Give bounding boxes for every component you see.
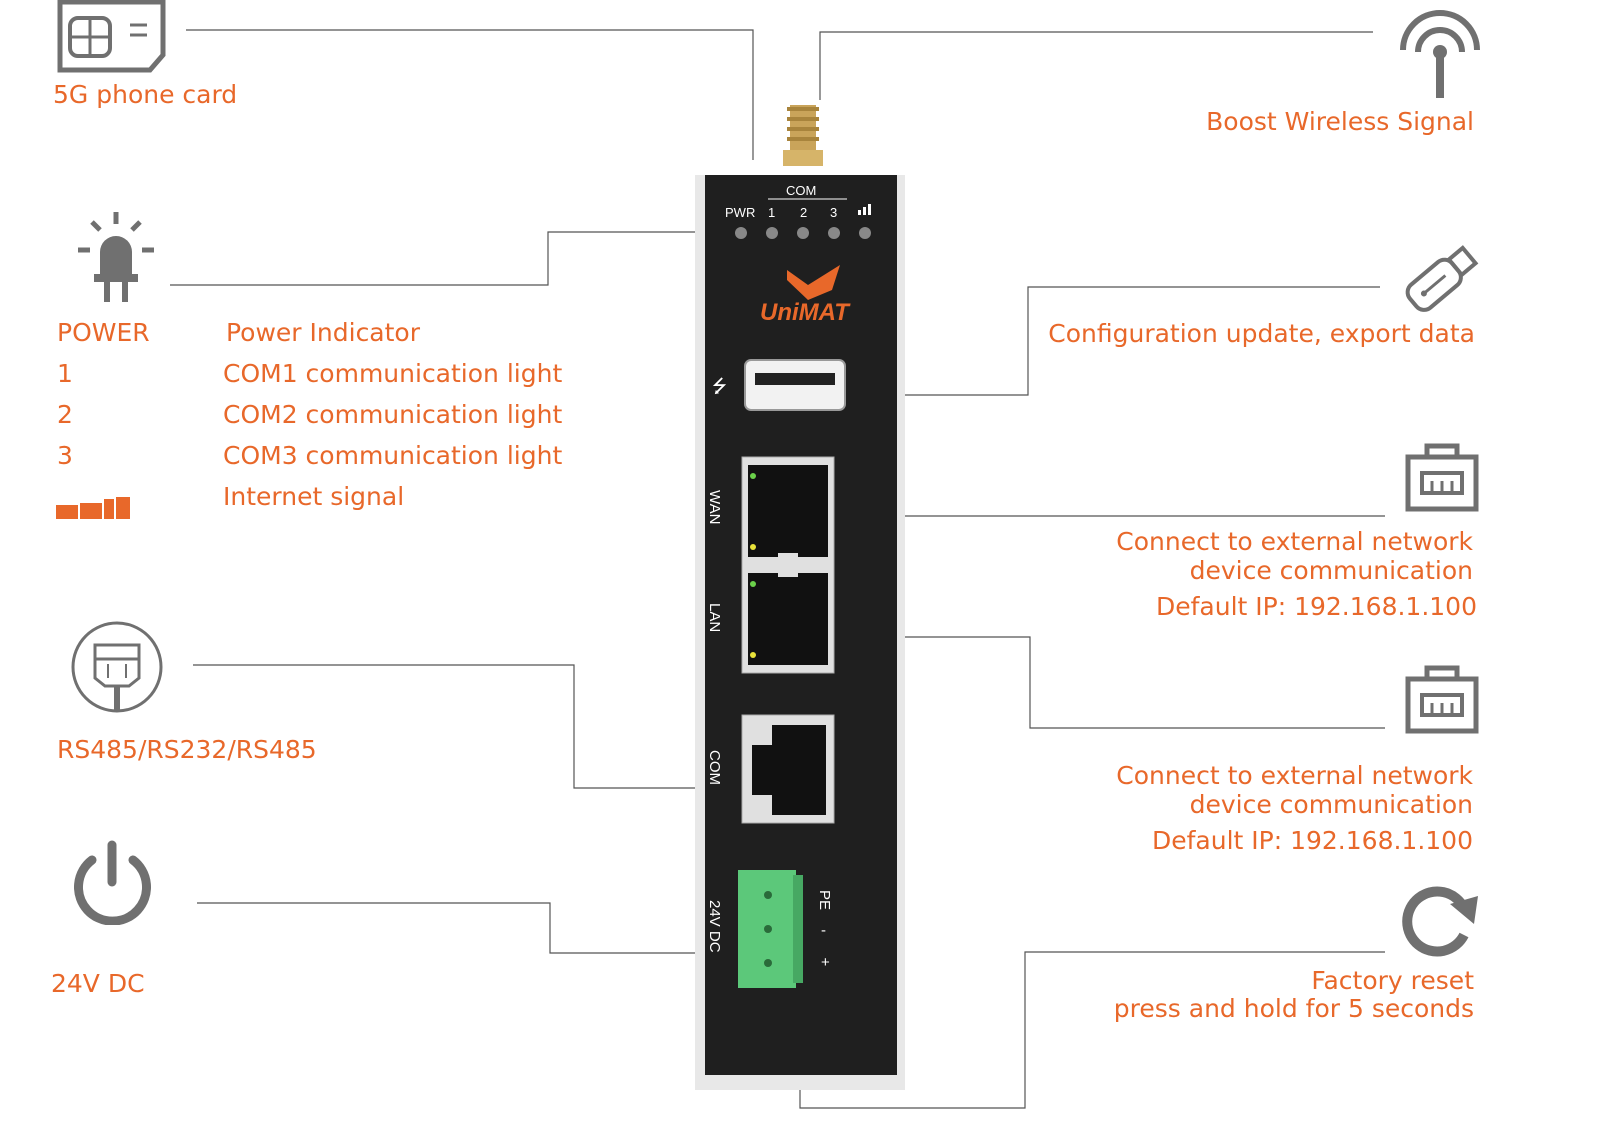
reset-connector [799, 951, 1385, 1109]
antenna-label: Boost Wireless Signal [1206, 107, 1474, 136]
ethernet-ports [741, 456, 835, 674]
led-label-1: 1 [768, 205, 775, 220]
antenna-connector [819, 31, 1373, 100]
wan-desc-line2: device communication [1189, 556, 1473, 585]
dc-terminal-block [738, 870, 803, 988]
serial-port-icon [71, 621, 163, 713]
indicator-desc-3: COM3 communication light [223, 441, 563, 470]
power-button-icon [74, 840, 151, 925]
wan-default-ip: Default IP: 192.168.1.100 [1155, 592, 1477, 621]
reset-label-line2: press and hold for 5 seconds [1113, 994, 1474, 1023]
wan-desc-line1: Connect to external network [1116, 527, 1473, 556]
sim-connector [186, 29, 754, 160]
antenna-connector-sma [783, 105, 823, 166]
ethernet-wan-icon [1405, 443, 1479, 512]
led-bulb-icon [78, 212, 154, 302]
serial-label: RS485/RS232/RS485 [57, 735, 317, 764]
led-label-3: 3 [830, 205, 837, 220]
indicator-key-3: 3 [57, 441, 73, 470]
com-port [741, 714, 835, 824]
usb-symbol-icon: ⭍ [712, 376, 727, 396]
dc-connector [197, 902, 752, 954]
indicator-key-power: POWER [57, 318, 150, 347]
signal-bars-icon [858, 204, 871, 215]
lan-default-ip: Default IP: 192.168.1.100 [1151, 826, 1473, 855]
lan-label: LAN [706, 603, 723, 632]
indicator-desc-2: COM2 communication light [223, 400, 563, 429]
reset-label-line1: Factory reset [1311, 966, 1474, 995]
usb-drive-icon [1405, 245, 1479, 312]
com-port-label: COM [706, 750, 723, 785]
power-input-label: 24V DC [51, 969, 145, 998]
plus-label: + [821, 954, 830, 971]
wan-label: WAN [706, 490, 723, 524]
gateway-device: PWR COM 1 2 3 UniMAT ⭍ WAN LAN COM 24V [695, 105, 905, 1090]
dc-label: 24V DC [706, 900, 723, 953]
indicator-desc-internet: Internet signal [223, 482, 405, 511]
factory-reset-icon [1402, 886, 1478, 957]
antenna-signal-icon [1400, 10, 1480, 98]
sim-card-label: 5G phone card [53, 80, 238, 109]
power-led-connector [170, 231, 740, 286]
led-label-pwr: PWR [725, 205, 755, 220]
minus-label: - [821, 922, 826, 939]
serial-connector [193, 664, 750, 789]
usb-label: Configuration update, export data [1048, 319, 1475, 348]
led-label-2: 2 [800, 205, 807, 220]
status-leds [735, 227, 871, 239]
usb-connector [860, 286, 1380, 396]
indicator-desc-power: Power Indicator [226, 318, 421, 347]
lan-connector [853, 636, 1385, 729]
indicator-desc-1: COM1 communication light [223, 359, 563, 388]
sim-card-icon [57, 0, 166, 73]
usb-port [744, 359, 846, 411]
unimat-logo-icon [787, 265, 840, 300]
lan-desc-line2: device communication [1189, 790, 1473, 819]
ethernet-lan-icon [1405, 665, 1479, 734]
indicator-key-2: 2 [57, 400, 73, 429]
pe-label: PE [816, 890, 833, 910]
internet-signal-icon [56, 497, 130, 519]
led-label-com: COM [786, 183, 816, 198]
lan-desc-line1: Connect to external network [1116, 761, 1473, 790]
brand-name: UniMAT [760, 299, 851, 326]
indicator-key-1: 1 [57, 359, 73, 388]
